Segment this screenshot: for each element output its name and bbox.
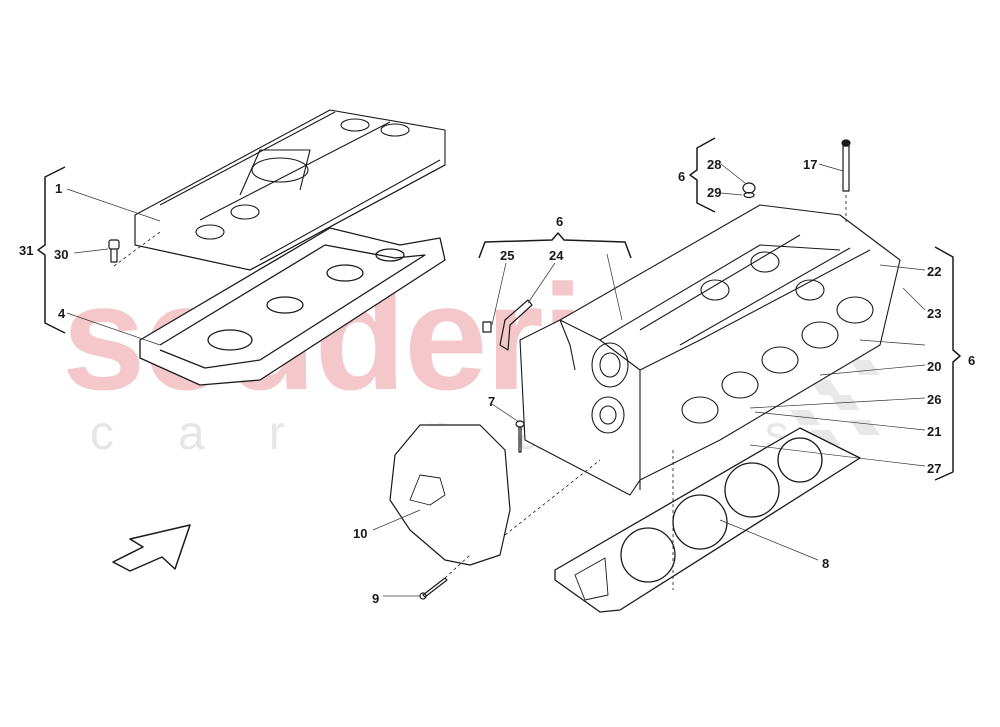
callout-22[interactable]: 22 <box>927 264 942 279</box>
callout-29[interactable]: 29 <box>707 185 722 200</box>
bracket-part-24[interactable] <box>499 299 533 351</box>
bolt-part-7[interactable] <box>515 420 525 453</box>
callout-23[interactable]: 23 <box>927 306 942 321</box>
callout-4[interactable]: 4 <box>58 306 66 321</box>
callout-26[interactable]: 26 <box>927 392 942 407</box>
gasket-part-4[interactable] <box>139 227 446 386</box>
callout-27[interactable]: 27 <box>927 461 942 476</box>
callout-6-plug[interactable]: 6 <box>678 169 686 184</box>
plug-part-28-29[interactable] <box>742 182 756 199</box>
callout-30[interactable]: 30 <box>54 247 69 262</box>
callout-1[interactable]: 1 <box>55 181 63 196</box>
head-bolt-part-17[interactable] <box>841 139 851 225</box>
callout-9[interactable]: 9 <box>372 591 380 606</box>
callout-17[interactable]: 17 <box>803 157 818 172</box>
callout-10[interactable]: 10 <box>353 526 368 541</box>
group-bracket-6-plug <box>689 137 716 213</box>
timing-cover-part-10[interactable] <box>389 424 601 566</box>
screw-part-25[interactable] <box>482 321 492 333</box>
callout-28[interactable]: 28 <box>707 157 722 172</box>
head-gasket-part-8[interactable] <box>554 427 861 613</box>
callout-25[interactable]: 25 <box>500 248 515 263</box>
callout-31[interactable]: 31 <box>19 243 34 258</box>
group-bracket-31 <box>37 166 66 334</box>
callout-20[interactable]: 20 <box>927 359 942 374</box>
breather-part-30[interactable] <box>108 231 161 267</box>
callout-24[interactable]: 24 <box>549 248 564 263</box>
valve-cover-part-1[interactable] <box>134 109 446 271</box>
callout-7[interactable]: 7 <box>488 394 496 409</box>
callout-6-top[interactable]: 6 <box>556 214 564 229</box>
group-bracket-6-right <box>934 246 961 481</box>
cylinder-head-part-6[interactable] <box>519 204 901 496</box>
callout-8[interactable]: 8 <box>822 556 830 571</box>
callout-21[interactable]: 21 <box>927 424 942 439</box>
callout-6-right[interactable]: 6 <box>968 353 976 368</box>
group-bracket-6-top <box>478 232 632 259</box>
arrow-up-right-icon <box>112 524 191 572</box>
leader-lines <box>66 163 926 597</box>
